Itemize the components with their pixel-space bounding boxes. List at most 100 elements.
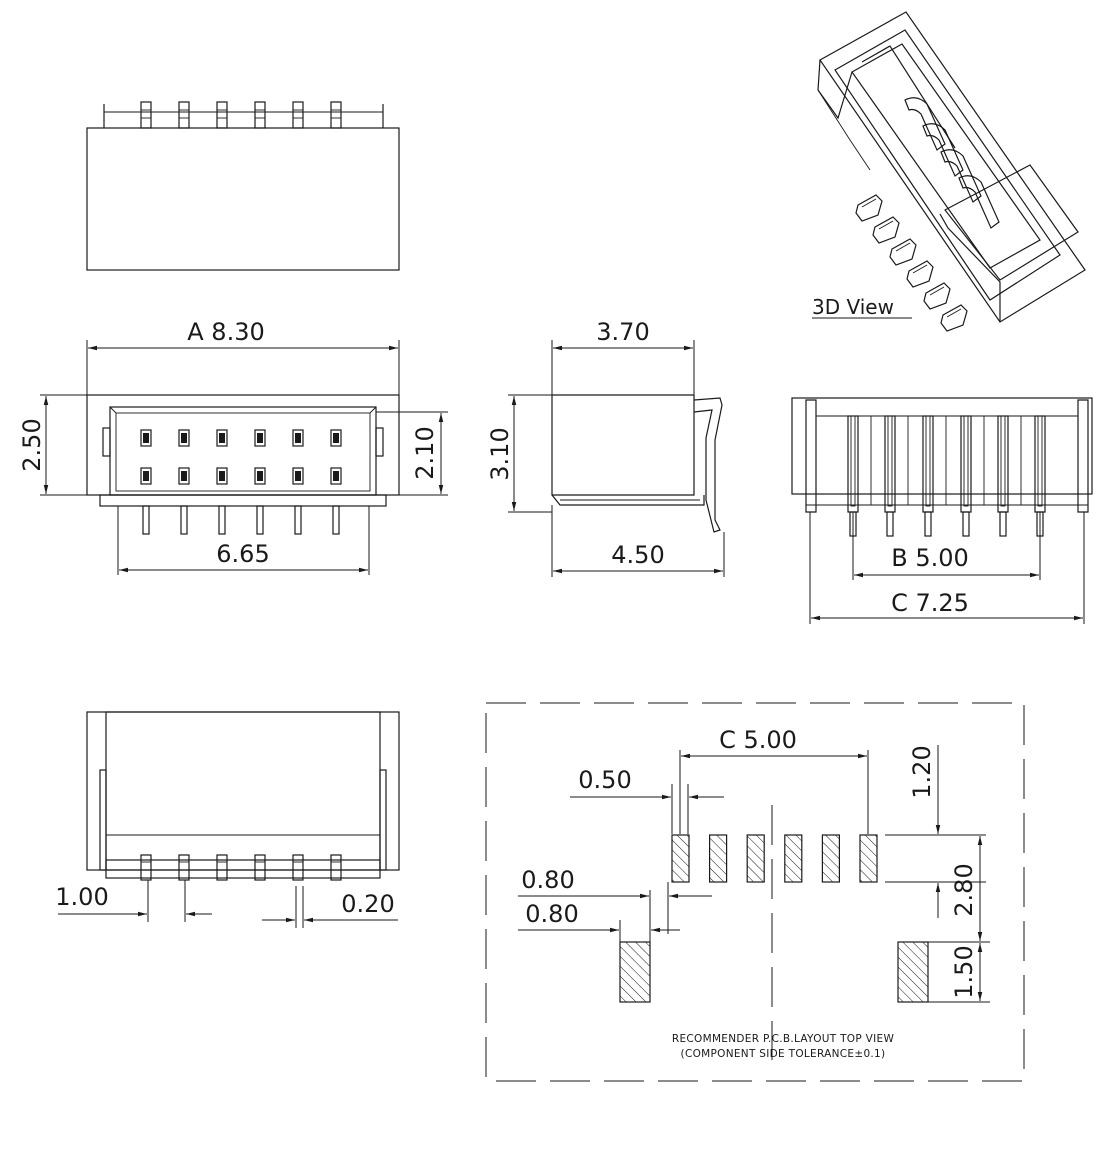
dim-b-pitch-span: B 5.00 <box>891 544 969 572</box>
pcb-mount-pad-right <box>897 941 929 1003</box>
bottom-view-pin <box>178 854 190 881</box>
top-view-body <box>86 127 400 271</box>
top-view-pin <box>330 101 342 129</box>
front-view-contact-upper <box>140 429 152 447</box>
iso-view-pin <box>872 216 900 244</box>
bottom-view-pin <box>140 854 152 881</box>
front-view-contact-lower <box>140 467 152 485</box>
side-view-body <box>551 394 695 496</box>
front-view: A 8.30 2.50 2.10 6.65 <box>18 318 448 575</box>
pcb-note-line1: RECOMMENDER P.C.B.LAYOUT TOP VIEW <box>672 1033 895 1045</box>
rear-view-pin <box>999 511 1007 537</box>
front-view-contact-upper <box>292 429 304 447</box>
top-view-pin <box>292 101 304 129</box>
front-view-body <box>86 394 400 496</box>
front-view-latch-right <box>375 427 384 457</box>
pcb-dim-c-span: C 5.00 <box>719 726 797 754</box>
pcb-mount-pad-left <box>619 941 651 1003</box>
dim-pin-width: 0.20 <box>341 890 394 918</box>
rear-view: B 5.00 C 7.25 <box>791 397 1093 624</box>
pcb-layout-frame <box>485 702 1025 1082</box>
iso-view-pin <box>923 282 951 310</box>
iso-view-pins <box>855 194 968 332</box>
front-view-contact-lower <box>178 467 190 485</box>
dim-inner-height: 2.10 <box>411 426 439 479</box>
iso-view-front-face <box>944 164 1079 281</box>
dim-a-width: A 8.30 <box>187 318 264 346</box>
rear-view-pin <box>924 511 932 537</box>
dim-pin-pitch: 1.00 <box>55 883 108 911</box>
top-view-pins <box>103 101 384 129</box>
iso-view-outline <box>819 11 1086 323</box>
iso-view-caption: 3D View <box>812 295 894 319</box>
front-view-base <box>99 494 387 507</box>
bottom-view-base <box>105 859 381 879</box>
dim-c-overall: C 7.25 <box>891 589 969 617</box>
bottom-view-outer <box>86 711 400 871</box>
dim-side-bottom: 4.50 <box>611 541 664 569</box>
dim-body-height: 2.50 <box>18 418 46 471</box>
pcb-layout: C 5.00 0.50 1.20 2.80 1.50 0.80 0.80 REC… <box>485 702 1025 1082</box>
pcb-signal-pad <box>671 834 690 883</box>
bottom-view-pin <box>254 854 266 881</box>
front-view-contact-lower <box>254 467 266 485</box>
front-view-contact-upper <box>330 429 342 447</box>
rear-view-pin <box>962 511 970 537</box>
pcb-signal-pad <box>821 834 841 883</box>
front-view-pin <box>180 505 188 535</box>
iso-view-contact <box>922 123 964 177</box>
iso-view-contact <box>904 97 946 151</box>
pcb-signal-pad <box>859 834 878 883</box>
rear-view-pins <box>847 415 1046 537</box>
pcb-dim-mount-width: 0.80 <box>525 900 578 928</box>
top-view-pin <box>178 101 190 129</box>
iso-view: 3D View <box>812 11 1086 332</box>
front-view-pins <box>140 429 342 535</box>
front-view-contact-upper <box>178 429 190 447</box>
front-view-contact-upper <box>254 429 266 447</box>
iso-view-pin <box>855 194 883 222</box>
pcb-signal-pad <box>784 834 803 883</box>
pcb-note-line2: (COMPONENT SIDE TOLERANCE±0.1) <box>681 1048 886 1060</box>
rear-view-contact <box>884 415 896 513</box>
iso-view-contact <box>958 175 1000 229</box>
bottom-view-latch-right <box>379 769 387 871</box>
side-view-base <box>551 494 705 506</box>
front-view-latch-left <box>102 427 111 457</box>
front-view-cavity-inner <box>115 412 371 492</box>
pcb-signal-pad <box>708 834 728 883</box>
front-view-contact-upper <box>216 429 228 447</box>
rear-view-contact <box>997 415 1009 513</box>
rear-view-post-right <box>1077 399 1089 513</box>
front-view-pin <box>142 505 150 535</box>
top-view <box>86 101 400 271</box>
top-view-pin <box>254 101 266 129</box>
top-view-pin <box>140 101 152 129</box>
side-view: 3.70 3.10 4.50 <box>486 318 725 577</box>
dim-pin-span: 6.65 <box>216 540 269 568</box>
rear-view-pin <box>886 511 894 537</box>
front-view-contact-lower <box>330 467 342 485</box>
front-view-pin <box>294 505 302 535</box>
iso-view-pin <box>906 260 934 288</box>
bottom-view-pin <box>292 854 304 881</box>
front-view-contact-lower <box>292 467 304 485</box>
bottom-view-pin <box>330 854 342 881</box>
iso-view-pin <box>940 304 968 332</box>
iso-view-contacts <box>904 97 1000 229</box>
rear-view-contact <box>922 415 934 513</box>
rear-view-contact <box>960 415 972 513</box>
pcb-signal-pad <box>746 834 765 883</box>
front-view-pin <box>218 505 226 535</box>
pcb-dim-mount-height: 1.50 <box>950 945 978 998</box>
bottom-view: 1.00 0.20 <box>55 711 400 928</box>
rear-view-contact <box>847 415 859 513</box>
iso-view-pin <box>889 238 917 266</box>
rear-view-contact <box>1034 415 1046 513</box>
front-view-cavity <box>109 406 377 496</box>
rear-view-body <box>791 397 1093 495</box>
bottom-view-latch-left <box>99 769 107 871</box>
front-view-contact-lower <box>216 467 228 485</box>
